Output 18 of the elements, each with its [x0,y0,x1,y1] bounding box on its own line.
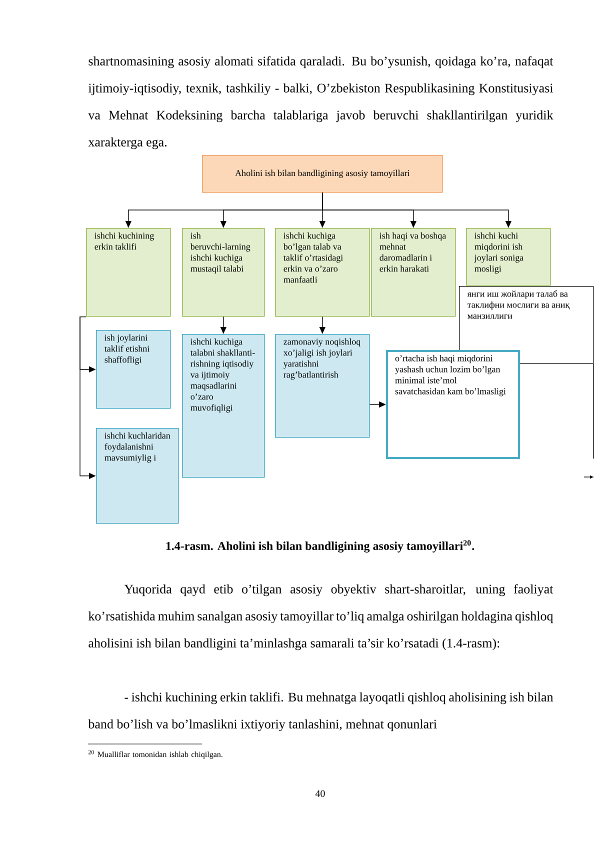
principle-box: o’rtacha ish haqi miqdorini yashash uchun lozim bo’lgan minimal iste’mol savatchasidan kam bo’lmasligi [386,350,520,459]
principle-box: ishchi kuchiga bo’lgan talab va taklif o’rtasidagi erkin va o’zaro manfaatli [275,228,370,317]
footnote: $^{20}$ Mualliflar tomonidan ishlab chiqilgan. [88,750,222,759]
paragraph: shartnomasining asosiy alomati sifatida qaraladi. Bu bo’ysunish, qoidaga ko’ra, nafaqat ijtimoiy-iqtisodiy, texnik, tashkiliy - balki, O’zbekiston Respublikasining Konstitusiyasi va Mehnat Kodeksining barcha talablariga javob beruvchi shakllantirilgan yuridik xarakterga ega. [88,56,554,150]
principle-box: ish haqi va boshqa mehnat daromadlarin i erkin harakati [371,228,456,317]
principle-box: ishchi kuchiga talabni shakllanti-rishning iqtisodiy va ijtimoiy maqsadlarini o’zaro muvofiqligi [182,334,265,478]
principle-box: ish beruvchi-larning ishchi kuchiga mustaqil talabi [182,228,265,317]
caption: 1.4-rasm. Aholini ish bilan bandligining asosiy tamoyillari$^{20}$. [166,540,474,553]
principle-box: zamonaviy noqishloq xo’jaligi ish joylari yaratishni rag’batlantirish [275,334,370,438]
principle-box: ishchi kuchining erkin taklifi [86,228,171,317]
paragraph: Yuqorida qayd etib o’tilgan asosiy obyektiv shart-sharoitlar, uning faoliyat ko’rsatishida muhim sanalgan asosiy tamoyillar to’liq amalga oshirilgan holdagina qishloq aholisini ish bilan bandligini ta’minlashga samarali ta’sir ko’rsatadi (1.4-rasm): [88,584,554,650]
principle-box: ish joylarini taklif etishni shaffofligi [96,330,171,409]
page-number: 40 [315,790,325,797]
heading-box: Aholini ish bilan bandligining asosiy tamoyillari [202,155,443,193]
principle-box: ishchi kuchlaridan foydalanishni mavsumiylig i [96,428,179,524]
connector-line [593,363,594,459]
principle-box: ishchi kuchi miqdorini ish joylari soniga mosligi [466,228,551,286]
paragraph: - ishchi kuchining erkin taklifi. Bu mehnatga layoqatli qishloq aholisining ish bilan band bo’lish va bo’lmaslikni ixtiyoriy tanlashini, mehnat qonunlari [88,692,554,732]
